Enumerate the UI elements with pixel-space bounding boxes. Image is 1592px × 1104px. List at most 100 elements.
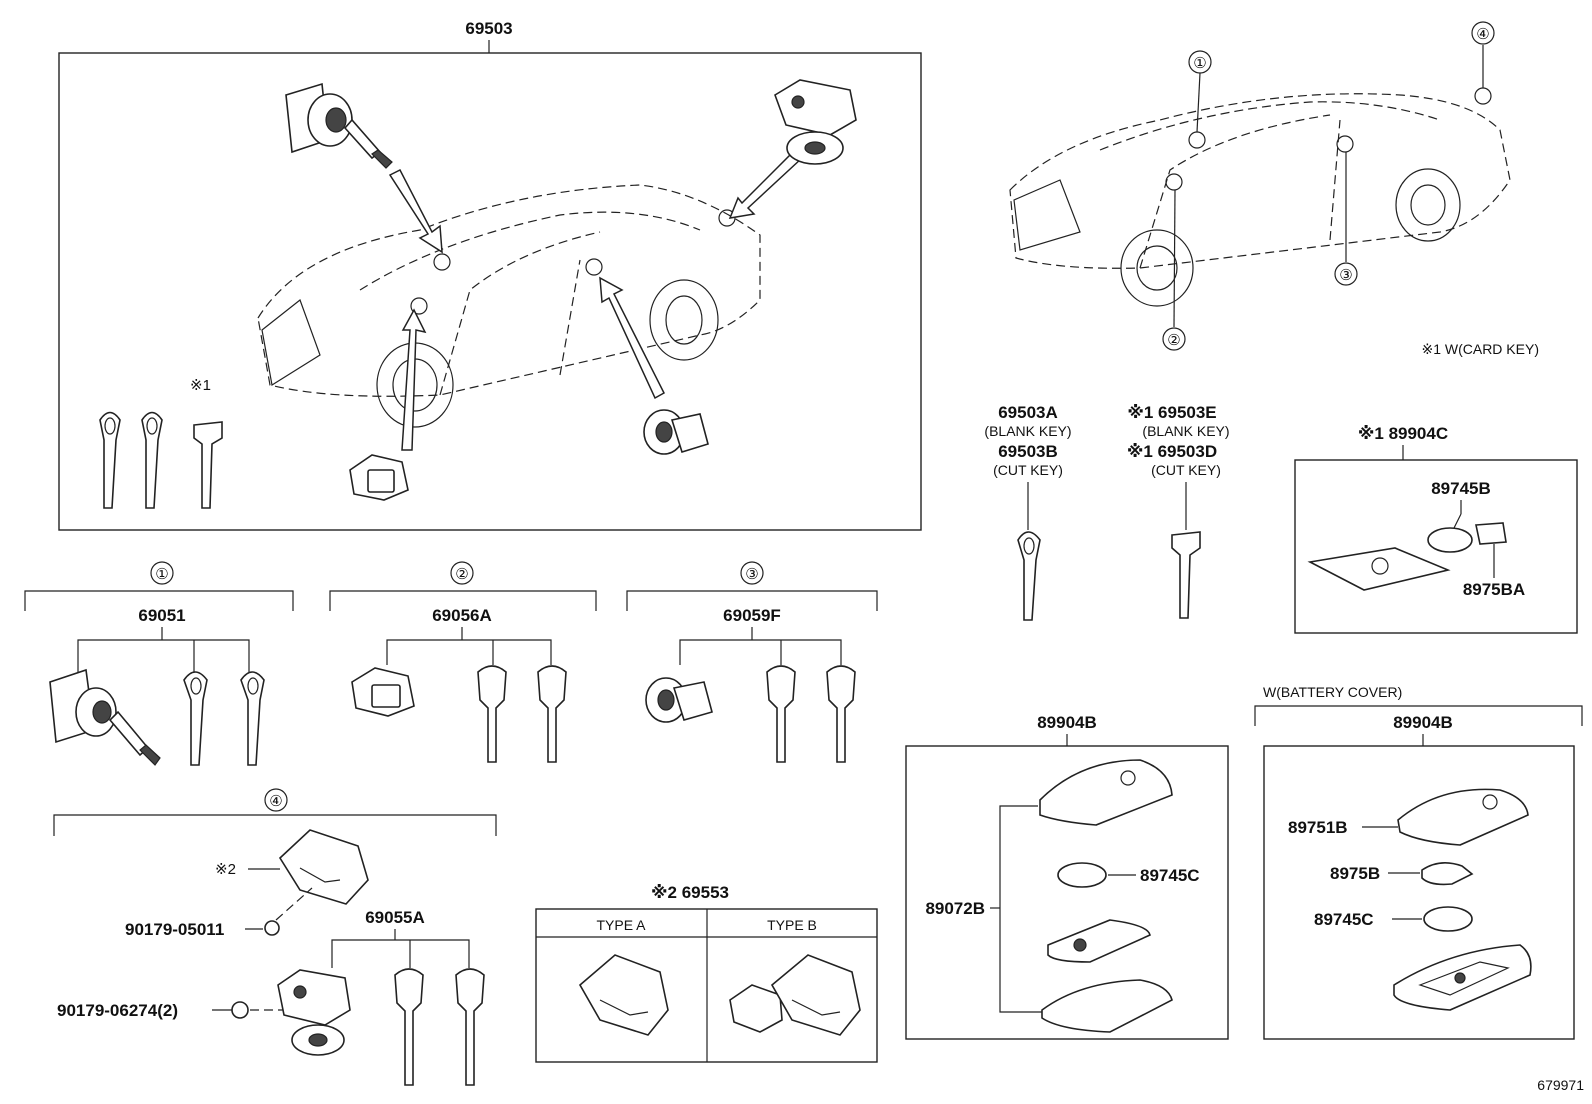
housing-type-b-label[interactable]: TYPE B bbox=[767, 917, 817, 933]
part-69051[interactable]: 69051 bbox=[138, 606, 185, 625]
part-89751b[interactable]: 89751B bbox=[1288, 818, 1348, 837]
set-4-group: ④ ※2 90179-05011 90179-06274(2) 69055A bbox=[53, 788, 497, 1086]
set-3-callout[interactable]: ③ bbox=[745, 566, 758, 583]
set-2-callout[interactable]: ② bbox=[455, 566, 468, 583]
fob-2-group: W(BATTERY COVER) 89904B 89751B 8975B 897… bbox=[1254, 684, 1583, 1040]
blank-cut-keys: 69503A (BLANK KEY) 69503B (CUT KEY) ※1 6… bbox=[984, 403, 1230, 621]
card-key-note: ※1 W(CARD KEY) bbox=[1421, 341, 1539, 357]
right-callout-3[interactable]: ③ bbox=[1339, 267, 1352, 284]
set-4-key-2 bbox=[455, 968, 485, 1086]
fob-2-battery-cover bbox=[1421, 862, 1474, 886]
card-cover bbox=[1475, 522, 1507, 545]
nut-90179-06274 bbox=[231, 1001, 249, 1019]
part-69059f[interactable]: 69059F bbox=[723, 606, 781, 625]
set-1-group: ① 69051 bbox=[24, 561, 294, 766]
right-callout-4[interactable]: ④ bbox=[1476, 26, 1489, 43]
fob-1-bottom-case bbox=[1041, 979, 1173, 1033]
arrow-to-door-front bbox=[401, 308, 427, 451]
part-69503d[interactable]: ※1 69503D bbox=[1127, 442, 1217, 461]
part-69553[interactable]: ※2 69553 bbox=[651, 883, 729, 902]
main-car-illustration bbox=[257, 184, 761, 428]
part-89745b[interactable]: 89745B bbox=[1431, 479, 1491, 498]
part-89904b-1[interactable]: 89904B bbox=[1037, 713, 1097, 732]
housing-type-a bbox=[578, 954, 669, 1036]
main-assembly-label[interactable]: 69503 bbox=[465, 19, 512, 38]
set-4-callout[interactable]: ④ bbox=[269, 793, 282, 810]
fob-1-box bbox=[905, 745, 1229, 1040]
part-69056a[interactable]: 69056A bbox=[432, 606, 492, 625]
drawing-number: 679971 bbox=[1537, 1077, 1584, 1093]
card-key-body bbox=[1307, 547, 1451, 591]
main-note-mark: ※1 bbox=[190, 377, 211, 394]
fob-1-circuit bbox=[1047, 919, 1151, 963]
screw-90179-05011 bbox=[264, 920, 280, 936]
trunk-lock-part bbox=[774, 79, 857, 165]
part-69503d-desc: (CUT KEY) bbox=[1151, 462, 1221, 478]
part-89072b[interactable]: 89072B bbox=[925, 899, 985, 918]
set-2-key-1 bbox=[477, 665, 507, 763]
ignition-switch-part bbox=[285, 82, 393, 169]
fob-1-battery bbox=[1057, 862, 1107, 888]
right-callout-2[interactable]: ② bbox=[1167, 332, 1180, 349]
housing-type-b bbox=[729, 954, 861, 1036]
main-key-1 bbox=[99, 411, 121, 509]
fob-1-group: 89904B 89072B 89745C bbox=[905, 713, 1229, 1040]
set-2-group: ② 69056A bbox=[329, 561, 597, 763]
set-1-key-2 bbox=[240, 671, 265, 766]
set-3-key-2 bbox=[826, 665, 856, 763]
rear-door-lock-part bbox=[643, 409, 709, 455]
set-1-ignition bbox=[49, 668, 161, 766]
right-car-view: ① ② ③ ④ bbox=[1009, 21, 1511, 351]
arrow-to-ignition bbox=[388, 168, 443, 254]
main-key-card bbox=[193, 421, 223, 509]
fob-2-top-cover bbox=[1397, 788, 1529, 846]
part-89904c[interactable]: ※1 89904C bbox=[1358, 424, 1448, 443]
card-battery bbox=[1427, 527, 1473, 553]
key-69503ab bbox=[1017, 531, 1041, 621]
set-4-note-mark: ※2 bbox=[215, 861, 236, 878]
part-8975ba[interactable]: 8975BA bbox=[1463, 580, 1525, 599]
part-90179-05011[interactable]: 90179-05011 bbox=[125, 920, 224, 939]
arrow-to-trunk bbox=[728, 148, 804, 219]
set-2-door-lock bbox=[351, 667, 415, 717]
main-assembly-group: 69503 bbox=[58, 19, 922, 531]
part-89745c-1[interactable]: 89745C bbox=[1140, 866, 1200, 885]
part-69503b[interactable]: 69503B bbox=[998, 442, 1058, 461]
set-4-housing bbox=[278, 829, 369, 905]
part-69503a-desc: (BLANK KEY) bbox=[984, 423, 1071, 439]
card-key-assembly: ※1 89904C 89745B 8975BA bbox=[1294, 424, 1578, 634]
part-90179-06274[interactable]: 90179-06274(2) bbox=[57, 1001, 178, 1020]
set-4-trunk-lock bbox=[277, 969, 351, 1056]
main-key-2 bbox=[141, 411, 163, 509]
set-1-key-1 bbox=[183, 671, 208, 766]
part-69503e-desc: (BLANK KEY) bbox=[1142, 423, 1229, 439]
part-89745c-2[interactable]: 89745C bbox=[1314, 910, 1374, 929]
part-69503b-desc: (CUT KEY) bbox=[993, 462, 1063, 478]
set-2-key-2 bbox=[537, 665, 567, 763]
set-1-callout[interactable]: ① bbox=[155, 566, 168, 583]
fob-2-box bbox=[1263, 745, 1575, 1040]
fob-1-top-cover bbox=[1039, 759, 1173, 826]
key-69503ed bbox=[1171, 531, 1201, 619]
set-3-door-lock bbox=[645, 677, 713, 723]
housing-type-a-label[interactable]: TYPE A bbox=[596, 917, 646, 933]
right-callout-1[interactable]: ① bbox=[1193, 55, 1206, 72]
set-3-key-1 bbox=[766, 665, 796, 763]
fob-2-bottom-case bbox=[1393, 944, 1532, 1011]
main-assembly-box bbox=[58, 52, 922, 531]
set-4-key-1 bbox=[394, 968, 424, 1086]
part-69503a[interactable]: 69503A bbox=[998, 403, 1058, 422]
fob-2-battery bbox=[1423, 906, 1473, 932]
fob-2-header: W(BATTERY COVER) bbox=[1263, 684, 1402, 700]
card-key-box bbox=[1294, 459, 1578, 634]
part-69055a[interactable]: 69055A bbox=[365, 908, 425, 927]
part-89904b-2[interactable]: 89904B bbox=[1393, 713, 1453, 732]
part-69503e[interactable]: ※1 69503E bbox=[1127, 403, 1216, 422]
front-door-lock-part bbox=[349, 454, 409, 501]
part-8975b[interactable]: 8975B bbox=[1330, 864, 1380, 883]
arrow-to-door-rear bbox=[599, 276, 665, 400]
housing-types-group: ※2 69553 TYPE A TYPE B bbox=[535, 883, 878, 1063]
set-3-group: ③ 69059F bbox=[626, 561, 878, 763]
